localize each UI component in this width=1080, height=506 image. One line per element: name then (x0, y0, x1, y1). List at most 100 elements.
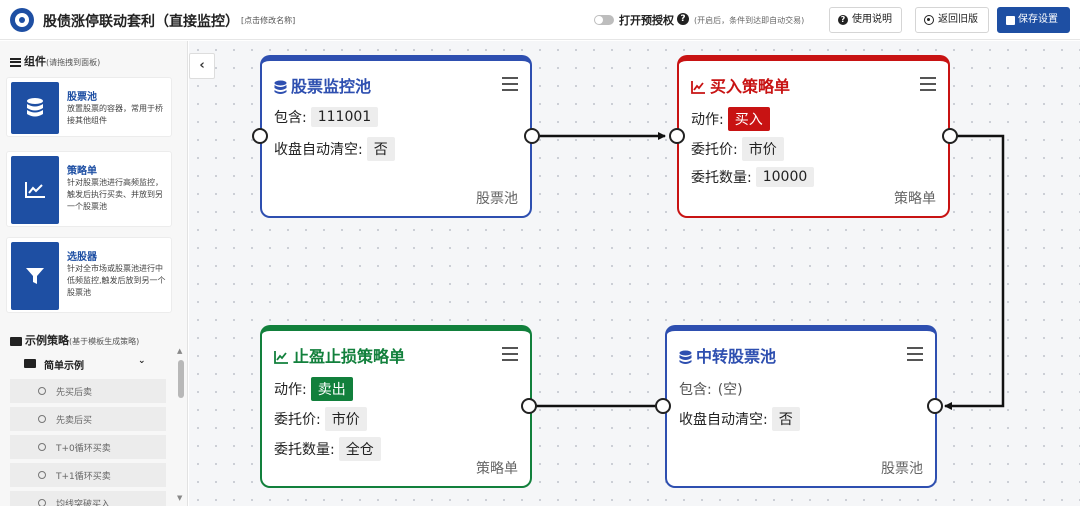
pre-auth-toggle[interactable] (594, 15, 614, 25)
quantity-value[interactable]: 全仓 (338, 437, 381, 461)
node-stock-monitor-pool[interactable]: 股票监控池 包含:111001 收盘自动清空:否 股票池 (260, 55, 532, 218)
components-heading: 组件(请拖拽到面板) (10, 53, 100, 69)
scroll-down-icon[interactable]: ▼ (177, 494, 183, 502)
autoclear-value[interactable]: 否 (771, 407, 800, 431)
example-item[interactable]: 先买后卖 (10, 379, 166, 403)
back-to-old-label: 返回旧版 (938, 14, 978, 25)
autoclear-row: 收盘自动清空:否 (679, 407, 800, 431)
bars-icon (10, 57, 21, 67)
folder-icon (24, 359, 36, 368)
autoclear-value[interactable]: 否 (366, 137, 395, 161)
help-button-label: 使用说明 (852, 14, 892, 25)
example-item[interactable]: T+1循环买卖 (10, 463, 166, 487)
strategy-title[interactable]: 股债涨停联动套利（直接监控） (43, 14, 239, 30)
circle-icon (38, 499, 46, 506)
price-value[interactable]: 市价 (741, 137, 784, 161)
chart-line-icon (691, 81, 705, 94)
circle-icon (38, 471, 46, 479)
contains-row: 包含:(空) (679, 377, 750, 401)
component-name: 选股器 (67, 252, 97, 263)
component-stock-pool[interactable]: 股票池 放置股票的容器，常用于桥接其他组件 (6, 77, 172, 137)
node-title: 中转股票池 (679, 343, 776, 367)
node-buy-strategy[interactable]: 买入策略单 动作:买入 委托价:市价 委托数量:10000 策略单 (677, 55, 950, 218)
scrollbar-thumb[interactable] (178, 360, 184, 398)
question-circle-icon[interactable]: ? (677, 13, 689, 25)
component-selector[interactable]: 选股器 针对全市场或股票池进行中低频监控,触发后放到另一个股票池 (6, 237, 172, 313)
flow-canvas[interactable]: ‹ 股票监控池 包含:111001 收盘自动清空:否 股票池 买入策略单 动作 (189, 41, 1080, 506)
node-menu-icon[interactable] (907, 347, 923, 361)
node-transfer-pool[interactable]: 中转股票池 包含:(空) 收盘自动清空:否 股票池 (665, 325, 937, 488)
database-icon (274, 80, 287, 94)
example-item[interactable]: 先卖后买 (10, 407, 166, 431)
price-value[interactable]: 市价 (324, 407, 367, 431)
node-input-port[interactable] (927, 398, 943, 414)
examples-folder[interactable]: 简单示例 ⌄ (10, 354, 166, 374)
contains-row: 包含:111001 (274, 107, 379, 127)
component-strategy[interactable]: 策略单 针对股票池进行高频监控，触发后执行买卖、并放到另一个股票池 (6, 151, 172, 227)
question-circle-icon: ? (838, 15, 848, 25)
connection-wires (528, 132, 1005, 410)
example-item[interactable]: 均线突破买入 (10, 491, 166, 506)
node-type: 股票池 (881, 461, 923, 477)
node-menu-icon[interactable] (502, 347, 518, 361)
action-row: 动作:买入 (691, 107, 770, 131)
component-name: 股票池 (67, 92, 97, 103)
examples-heading: 示例策略(基于模板生成策略) (10, 332, 139, 348)
node-input-port[interactable] (521, 398, 537, 414)
node-output-port[interactable] (655, 398, 671, 414)
rename-hint[interactable]: [点击修改名称] (241, 16, 296, 25)
node-type: 股票池 (476, 191, 518, 207)
price-row: 委托价:市价 (274, 407, 367, 431)
node-output-port[interactable] (942, 128, 958, 144)
action-row: 动作:卖出 (274, 377, 353, 401)
action-value[interactable]: 卖出 (310, 377, 353, 401)
app-header: 股债涨停联动套利（直接监控） [点击修改名称] 打开预授权 ? (开启后，条件到… (0, 0, 1080, 40)
contains-value[interactable]: (空) (717, 382, 743, 398)
examples-folder-label: 简单示例 (44, 361, 84, 372)
price-row: 委托价:市价 (691, 137, 784, 161)
filter-icon (11, 242, 59, 310)
node-menu-icon[interactable] (502, 77, 518, 91)
quantity-row: 委托数量:全仓 (274, 437, 381, 461)
back-to-old-button[interactable]: 返回旧版 (915, 7, 989, 33)
component-name: 策略单 (67, 166, 97, 177)
database-icon (11, 82, 59, 134)
node-title: 股票监控池 (274, 73, 371, 97)
database-icon (679, 350, 692, 364)
chart-line-icon (11, 156, 59, 224)
node-output-port[interactable] (524, 128, 540, 144)
collapse-sidebar-button[interactable]: ‹ (189, 53, 215, 79)
circle-icon (38, 443, 46, 451)
component-desc: 针对全市场或股票池进行中低频监控,触发后放到另一个股票池 (67, 264, 166, 297)
circle-icon (38, 387, 46, 395)
chevron-down-icon[interactable]: ⌄ (138, 356, 146, 366)
node-title: 买入策略单 (691, 73, 790, 97)
folder-open-icon (10, 336, 22, 346)
save-settings-label: 保存设置 (1018, 14, 1058, 25)
node-title: 止盈止损策略单 (274, 343, 405, 367)
example-item[interactable]: T+0循环买卖 (10, 435, 166, 459)
contains-value[interactable]: 111001 (310, 107, 379, 127)
dot-circle-icon (924, 15, 934, 25)
circle-icon (38, 415, 46, 423)
node-input-port[interactable] (669, 128, 685, 144)
sidebar-scrollbar[interactable]: ▲ ▼ (177, 347, 185, 504)
node-stop-strategy[interactable]: 止盈止损策略单 动作:卖出 委托价:市价 委托数量:全仓 策略单 (260, 325, 532, 488)
node-type: 策略单 (894, 191, 936, 207)
quantity-value[interactable]: 10000 (755, 167, 815, 187)
pre-auth-hint: (开启后，条件到达即自动交易) (694, 16, 805, 25)
save-settings-button[interactable]: 保存设置 (997, 7, 1070, 33)
component-desc: 放置股票的容器，常用于桥接其他组件 (67, 104, 163, 125)
pre-auth-label: 打开预授权 (619, 14, 674, 27)
node-type: 策略单 (476, 461, 518, 477)
chart-line-icon (274, 351, 288, 364)
save-icon (1006, 16, 1015, 25)
node-input-port[interactable] (252, 128, 268, 144)
scroll-up-icon[interactable]: ▲ (177, 347, 183, 355)
help-button[interactable]: ? 使用说明 (829, 7, 902, 33)
wire-buy-to-transfer (944, 134, 1005, 410)
component-desc: 针对股票池进行高频监控，触发后执行买卖、并放到另一个股票池 (67, 178, 163, 211)
node-menu-icon[interactable] (920, 77, 936, 91)
sidebar: 组件(请拖拽到面板) 股票池 放置股票的容器，常用于桥接其他组件 策略单 针对股… (0, 41, 188, 506)
action-value[interactable]: 买入 (727, 107, 770, 131)
